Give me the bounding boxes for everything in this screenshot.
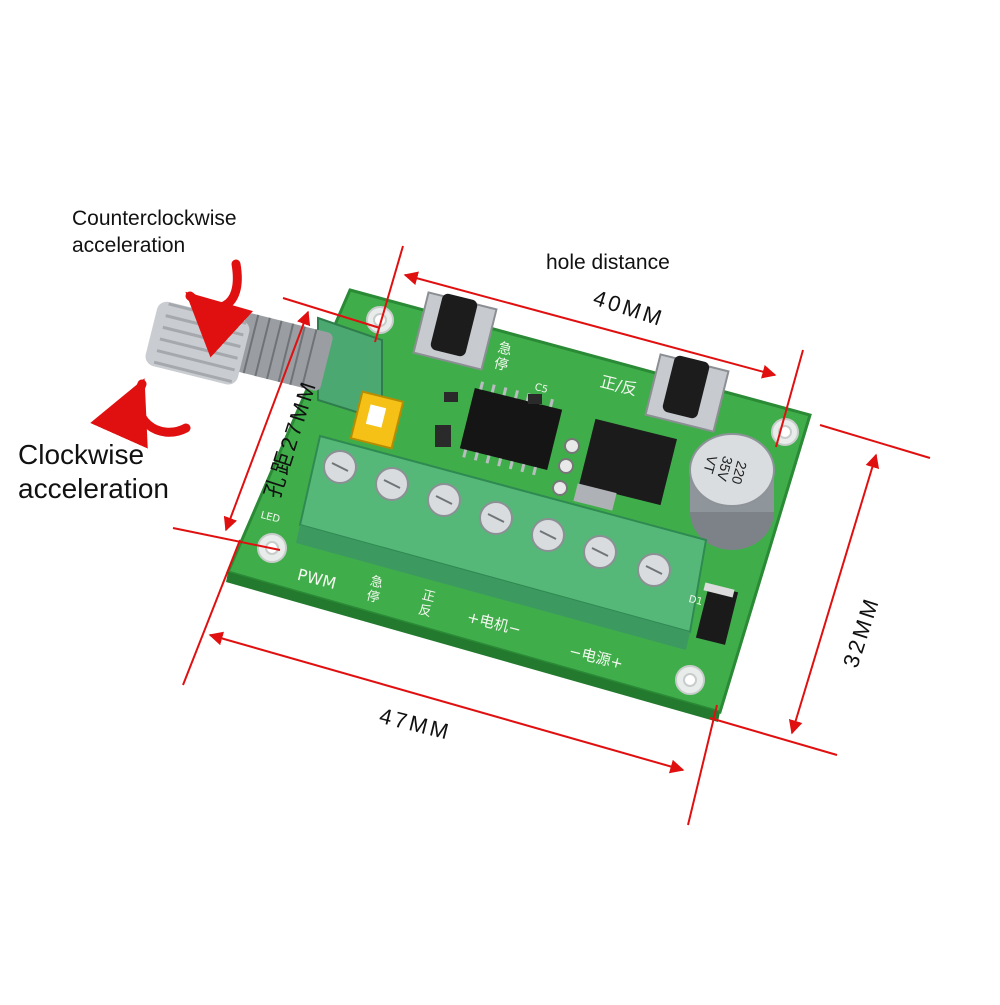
dimension-lines bbox=[172, 245, 931, 826]
terminal-screw-slots bbox=[331, 462, 663, 575]
counterclockwise-arrow bbox=[185, 259, 254, 358]
counterclockwise-label: Counterclockwise acceleration bbox=[72, 205, 237, 259]
clockwise-label-line1: Clockwise bbox=[18, 439, 145, 470]
jumper bbox=[349, 390, 405, 450]
header-pins bbox=[552, 438, 580, 496]
clockwise-arrow bbox=[90, 378, 191, 449]
counterclockwise-label-line2: acceleration bbox=[72, 234, 186, 257]
clockwise-label-line2: acceleration bbox=[18, 473, 169, 504]
counterclockwise-label-line1: Counterclockwise bbox=[72, 207, 237, 230]
mosfet bbox=[573, 418, 677, 511]
diode bbox=[695, 582, 739, 645]
clockwise-label: Clockwise acceleration bbox=[18, 438, 169, 506]
electrolytic-capacitor bbox=[689, 433, 775, 550]
small-components bbox=[435, 392, 542, 447]
hole-distance-label: hole distance bbox=[546, 251, 670, 274]
driver-ic bbox=[459, 381, 563, 476]
